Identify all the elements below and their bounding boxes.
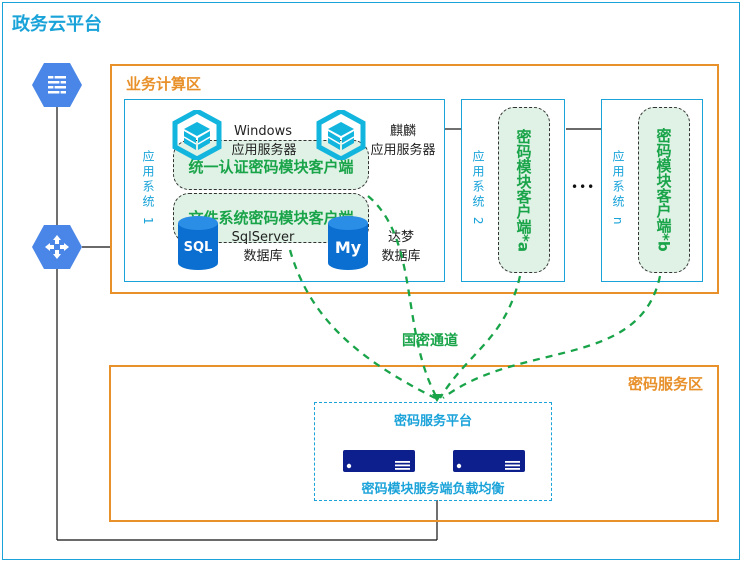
- platform-title: 密码服务平台: [393, 414, 472, 429]
- crypto-service-zone: [109, 365, 719, 522]
- more-systems-ellipsis: •••: [571, 180, 596, 194]
- kylin-server-cube-icon: [316, 108, 366, 162]
- kylin-server-role: 应用服务器: [370, 143, 436, 158]
- sqlserver-role: 数据库: [243, 249, 283, 264]
- windows-server-role: 应用服务器: [231, 143, 297, 158]
- windows-server-name: Windows: [233, 124, 293, 139]
- unified-auth-client: 统一认证密码模块客户端: [173, 140, 369, 190]
- sqlserver-name: SqlServer: [231, 230, 295, 245]
- windows-server-cube-icon: [172, 108, 222, 162]
- page-title: 政务云平台: [12, 14, 102, 35]
- channel-auth-client: [367, 195, 439, 399]
- business-zone: [110, 64, 719, 294]
- sql-badge: SQL: [184, 240, 213, 255]
- crypto-zone-title: 密码服务区: [628, 375, 704, 393]
- gov-cloud-platform-frame: [2, 2, 740, 560]
- channel-sqlserver: [288, 249, 436, 400]
- my-badge: My: [335, 238, 362, 257]
- channel-arrowhead: [432, 394, 442, 402]
- dameng-database-icon: My: [327, 215, 369, 271]
- crypto-client-a: 密码模块客户端*a: [498, 107, 550, 273]
- app-system-n-label: 应用系统 n: [611, 150, 625, 228]
- crypto-client-b: 密码模块客户端*b: [638, 107, 690, 273]
- kylin-server-name: 麒麟: [389, 124, 416, 139]
- business-zone-title: 业务计算区: [126, 75, 202, 93]
- dameng-name: 达梦: [387, 230, 414, 245]
- firewall-icon: [32, 63, 82, 107]
- rack-server-icon-2: [452, 449, 526, 473]
- channel-label: 国密通道: [402, 333, 458, 349]
- sqlserver-database-icon: SQL: [177, 215, 219, 271]
- rack-server-icon-1: [342, 449, 416, 473]
- platform-subtitle: 密码模块服务端负载均衡: [361, 482, 505, 497]
- channel-client-b: [442, 275, 662, 399]
- load-balancer-icon: [32, 225, 82, 269]
- crypto-service-platform: [314, 402, 552, 501]
- app-system-2-label: 应用系统 2: [471, 150, 485, 228]
- app-system-1-label: 应用系统 1: [141, 150, 155, 228]
